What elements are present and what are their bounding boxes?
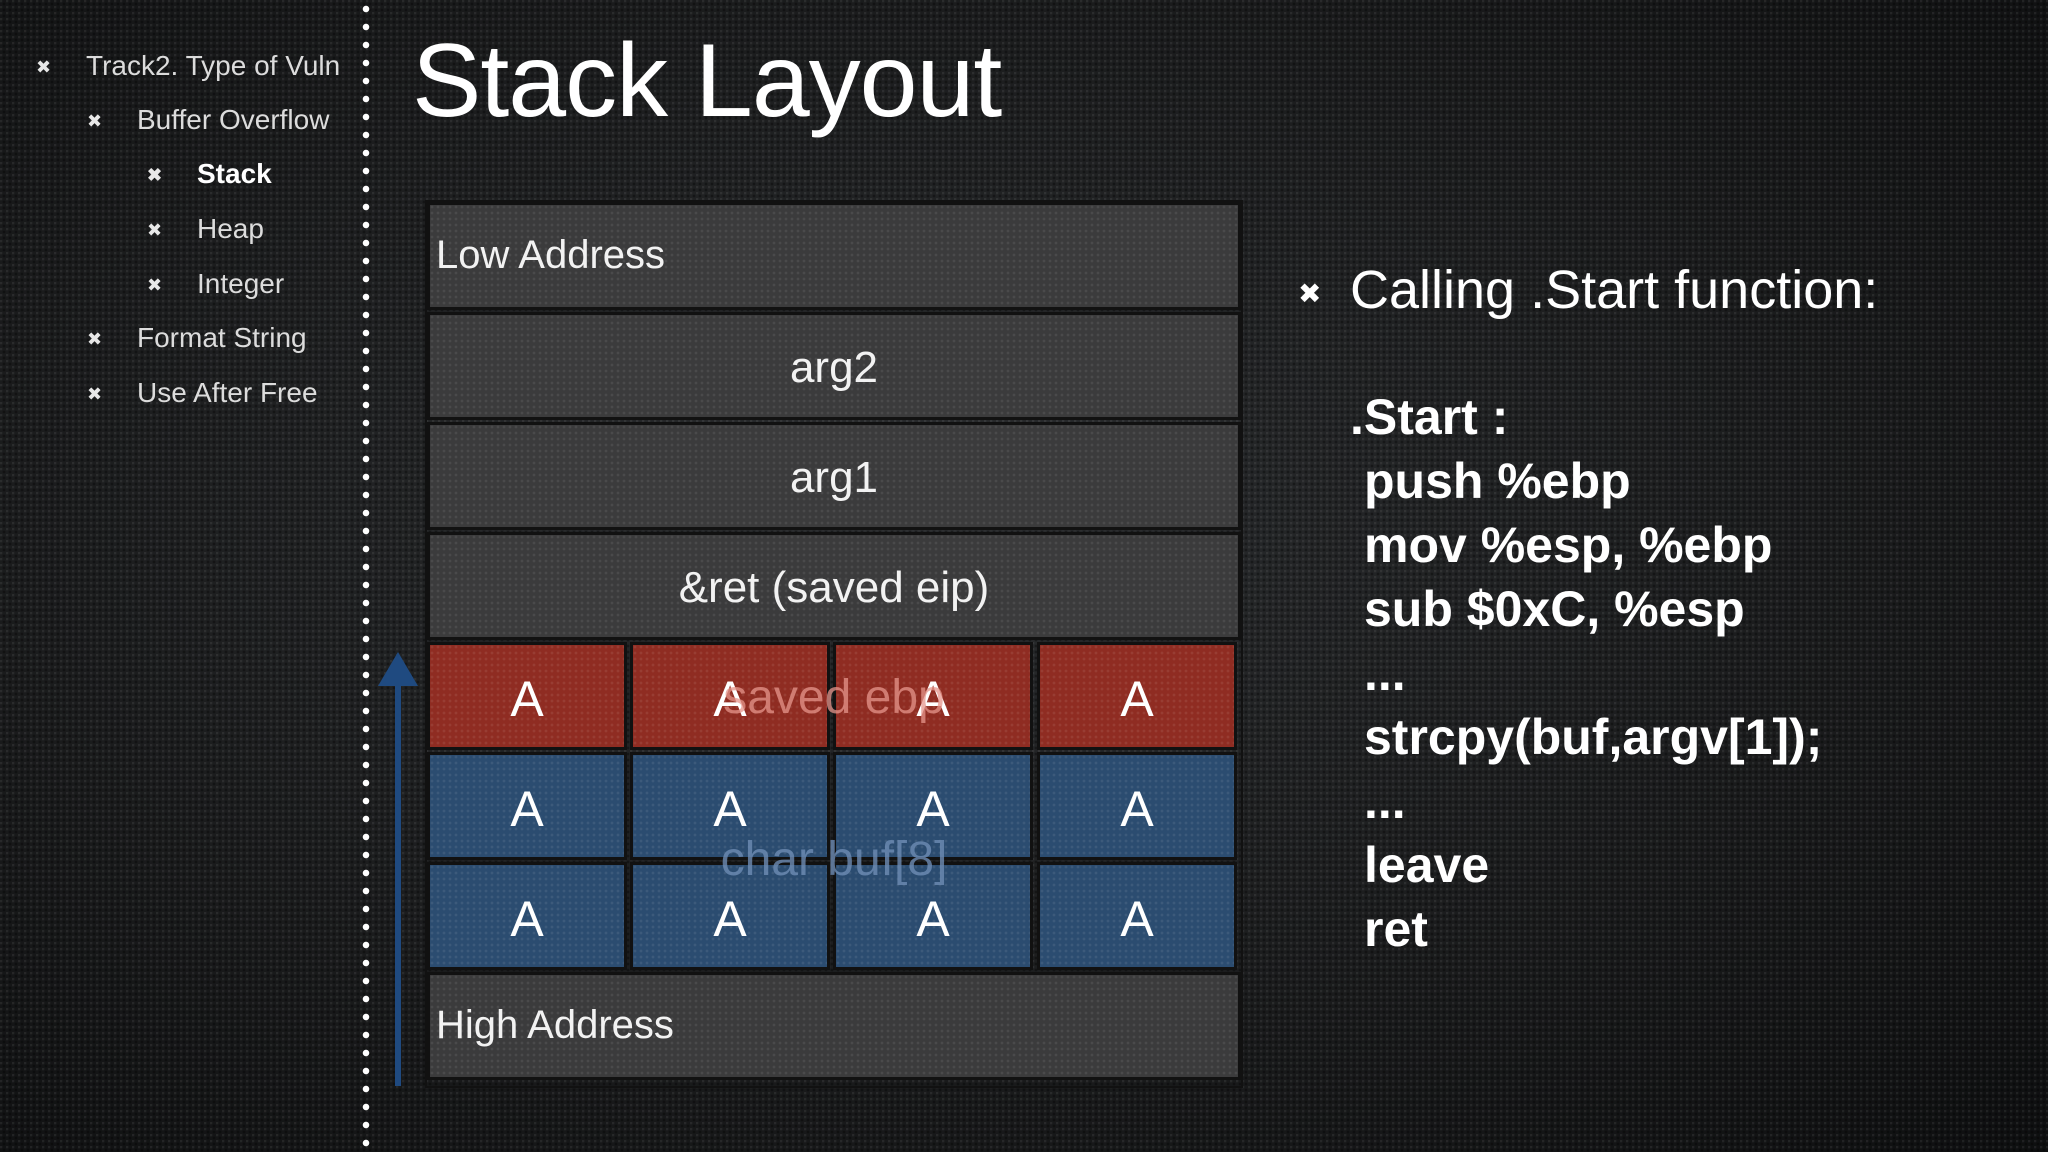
- code-line: mov %esp, %ebp: [1364, 517, 1773, 573]
- code-line: ...: [1364, 645, 1406, 701]
- code-line: leave: [1364, 837, 1490, 893]
- stack-diagram: Low Address arg2 arg1 &ret (saved eip) A…: [425, 200, 1243, 1088]
- overflow-cell: A: [1037, 752, 1237, 860]
- overflow-cell: A: [833, 642, 1033, 750]
- overflow-cell: A: [1037, 642, 1237, 750]
- outline-panel: ✖ Track2. Type of Vuln ✖ Buffer Overflow…: [0, 0, 360, 420]
- stack-ret: &ret (saved eip): [427, 532, 1241, 640]
- overflow-cell: A: [427, 862, 627, 970]
- outline-item-track2[interactable]: ✖ Track2. Type of Vuln: [36, 50, 341, 82]
- arg1-label: arg1: [789, 453, 879, 502]
- stack-high-address: High Address: [427, 972, 1241, 1080]
- code-line: strcpy(buf,argv[1]);: [1364, 709, 1823, 765]
- overflow-cell: A: [630, 752, 830, 860]
- overflow-direction-arrow-icon: [378, 652, 418, 1086]
- outline-item-label: Stack: [197, 158, 272, 189]
- stack-buf-row: A A A A: [427, 862, 1241, 970]
- outline-item-buffer-overflow[interactable]: ✖ Buffer Overflow: [87, 104, 330, 136]
- arg2-label: arg2: [789, 343, 879, 392]
- high-address-label: High Address: [436, 1003, 674, 1047]
- outline-item-label: Heap: [197, 213, 264, 244]
- stack-low-address: Low Address: [427, 202, 1241, 310]
- outline-divider: [362, 0, 370, 1152]
- code-listing: .Start : push %ebp mov %esp, %ebp sub $0…: [1350, 385, 1822, 961]
- bullet-icon: ✖: [36, 57, 52, 77]
- outline-item-label: Format String: [137, 322, 307, 353]
- low-address-label: Low Address: [436, 233, 666, 277]
- code-line: ...: [1364, 773, 1406, 829]
- code-line: ret: [1364, 901, 1428, 957]
- outline-item-label: Integer: [197, 268, 285, 299]
- bullet-icon: ✖: [87, 111, 103, 131]
- stack-saved-ebp: A A A A saved ebp: [427, 642, 1241, 750]
- bullet-icon: ✖: [1298, 278, 1322, 309]
- bullet-icon: ✖: [147, 275, 163, 295]
- code-line: .Start :: [1350, 389, 1509, 445]
- overflow-cell: A: [833, 752, 1033, 860]
- slide-title: Stack Layout: [412, 23, 1002, 139]
- stack-arg2: arg2: [427, 312, 1241, 420]
- outline-item-label: Track2. Type of Vuln: [86, 50, 341, 81]
- bullet-icon: ✖: [87, 329, 103, 349]
- code-line: push %ebp: [1364, 453, 1631, 509]
- bullet-icon: ✖: [87, 384, 103, 404]
- stack-buf-row: A A A A: [427, 752, 1241, 860]
- outline-item-stack[interactable]: ✖ Stack: [147, 158, 272, 190]
- outline-item-format-string[interactable]: ✖ Format String: [87, 322, 307, 354]
- overflow-cell: A: [833, 862, 1033, 970]
- code-heading: Calling .Start function:: [1350, 260, 1879, 320]
- overflow-cell: A: [1037, 862, 1237, 970]
- bullet-icon: ✖: [147, 220, 163, 240]
- overflow-cell: A: [630, 642, 830, 750]
- outline-item-label: Buffer Overflow: [137, 104, 330, 135]
- bullet-icon: ✖: [147, 165, 163, 185]
- overflow-cell: A: [427, 752, 627, 860]
- outline-item-label: Use After Free: [137, 377, 318, 408]
- overflow-cell: A: [427, 642, 627, 750]
- stack-arg1: arg1: [427, 422, 1241, 530]
- ret-label: &ret (saved eip): [678, 563, 990, 612]
- outline-item-use-after-free[interactable]: ✖ Use After Free: [87, 377, 318, 409]
- outline-item-heap[interactable]: ✖ Heap: [147, 213, 264, 245]
- overflow-cell: A: [630, 862, 830, 970]
- outline-item-integer[interactable]: ✖ Integer: [147, 268, 285, 300]
- code-line: sub $0xC, %esp: [1364, 581, 1745, 637]
